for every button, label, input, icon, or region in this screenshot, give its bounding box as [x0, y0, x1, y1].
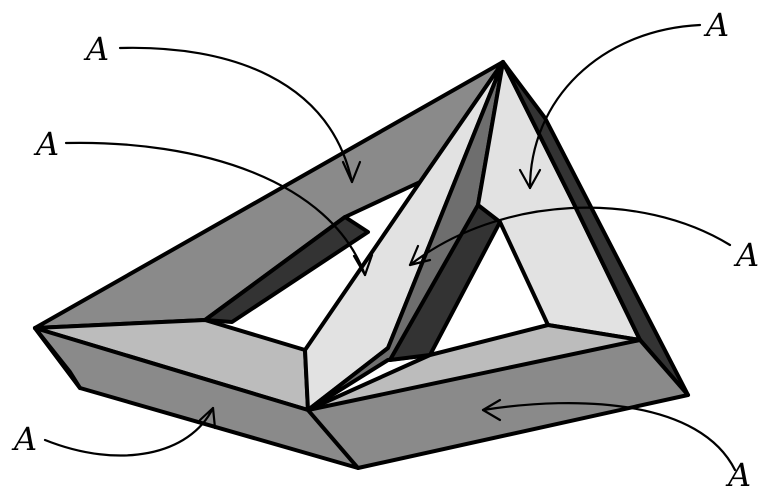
arrow-1 [120, 48, 352, 182]
label-a-top-left: A [83, 30, 109, 68]
right-beam-light-face [478, 62, 640, 340]
label-a-right: A [733, 236, 759, 274]
label-a-top-right: A [703, 6, 729, 44]
label-a-left: A [33, 125, 59, 163]
label-a-bottom-left: A [11, 420, 37, 458]
label-a-bottom-right: A [725, 456, 751, 492]
